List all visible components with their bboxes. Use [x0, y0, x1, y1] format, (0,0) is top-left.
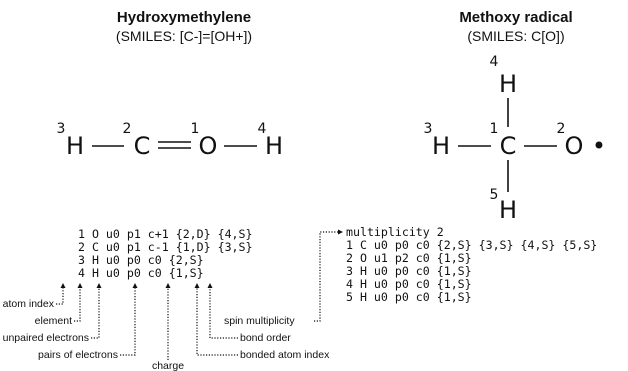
legend-bond-order: bond order: [240, 332, 291, 344]
legend-atom-index: atom index: [3, 298, 55, 310]
arrowhead-bonded-index: [194, 283, 200, 288]
right-atom-h5: H: [499, 196, 517, 224]
arrowhead-unpaired: [96, 283, 102, 288]
right-atom-o2-index: 2: [557, 121, 566, 137]
left-adj-line-1: 1 O u0 p1 c+1 {2,D} {4,S}: [78, 227, 253, 241]
right-atom-h5-index: 5: [490, 187, 499, 203]
right-atom-h4-index: 4: [490, 54, 499, 70]
right-atom-o2: O: [565, 132, 584, 160]
left-title: Hydroxymethylene: [117, 9, 251, 26]
arrowhead-element: [77, 283, 83, 288]
leader-bond-order: [209, 288, 238, 339]
right-adj-line-1: 1 C u0 p0 c0 {2,S} {3,S} {4,S} {5,S}: [346, 238, 597, 252]
leader-unpaired: [91, 288, 100, 339]
left-adj-line-4: 4 H u0 p0 c0 {1,S}: [78, 266, 204, 280]
leader-pairs: [120, 288, 136, 356]
right-atom-c1: C: [500, 132, 517, 160]
left-atom-c2-index: 2: [123, 121, 132, 137]
left-smiles: (SMILES: [C-]=[OH+]): [116, 28, 252, 44]
right-adj-line-2: 2 O u1 p2 c0 {1,S}: [346, 251, 472, 265]
right-adj-line-5: 5 H u0 p0 c0 {1,S}: [346, 290, 472, 304]
right-smiles: (SMILES: C[O]): [467, 28, 564, 44]
left-atom-h4: H: [265, 132, 283, 160]
arrowhead-charge: [165, 283, 171, 288]
arrowhead-bond-order: [207, 283, 213, 288]
right-radical-dot: •: [592, 132, 606, 160]
leader-element: [74, 288, 81, 322]
legend-element: element: [35, 315, 72, 327]
leader-atom-index: [56, 288, 64, 305]
legend-spin-multiplicity: spin multiplicity: [224, 315, 295, 327]
arrowhead-atom-index: [60, 283, 66, 288]
right-atom-h3: H: [432, 132, 450, 160]
legend-pairs-of-electrons: pairs of electrons: [38, 349, 118, 361]
left-atom-h3-index: 3: [57, 121, 66, 137]
left-atom-o1-index: 1: [191, 121, 200, 137]
right-atom-c1-index: 1: [490, 121, 499, 137]
legend-bonded-atom-index: bonded atom index: [240, 349, 330, 361]
arrowhead-pairs: [132, 283, 138, 288]
leader-spin-multiplicity: [314, 231, 338, 322]
left-atom-h3: H: [66, 132, 84, 160]
legend-charge: charge: [152, 360, 184, 371]
right-adj-line-4: 4 H u0 p0 c0 {1,S}: [346, 277, 472, 291]
right-atom-h4: H: [499, 70, 517, 98]
left-atom-h4-index: 4: [258, 121, 267, 137]
right-atom-h3-index: 3: [424, 121, 433, 137]
left-atom-c2: C: [134, 132, 151, 160]
left-atom-o1: O: [199, 132, 218, 160]
right-title: Methoxy radical: [459, 9, 572, 26]
left-adj-line-2: 2 C u0 p1 c-1 {1,D} {3,S}: [78, 240, 253, 254]
legend-unpaired-electrons: unpaired electrons: [3, 332, 89, 344]
right-multiplicity: multiplicity 2: [346, 225, 444, 239]
legend-leaders: [56, 229, 343, 360]
right-adj-line-3: 3 H u0 p0 c0 {1,S}: [346, 264, 472, 278]
arrowhead-spin-multiplicity: [338, 229, 343, 235]
left-adj-line-3: 3 H u0 p0 c0 {2,S}: [78, 253, 204, 267]
